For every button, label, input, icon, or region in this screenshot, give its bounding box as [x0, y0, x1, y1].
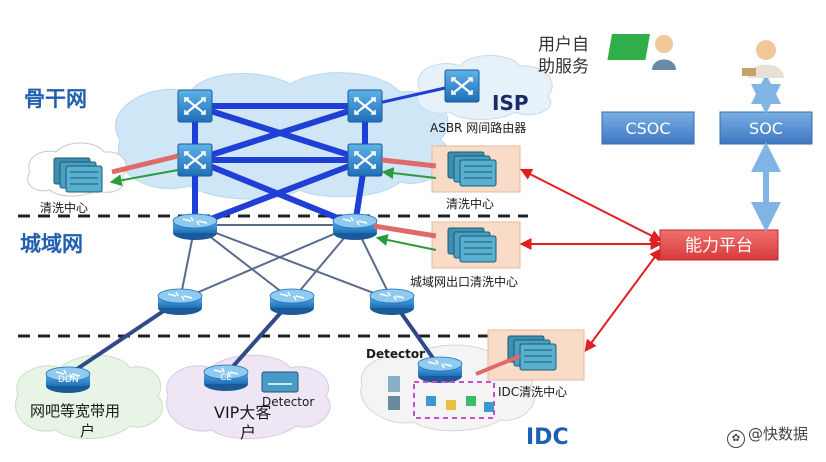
metro-diversion-arrow: [373, 223, 437, 239]
metro-router-right: [332, 213, 378, 241]
left-scrubbing-label: 清洗中心: [40, 200, 88, 215]
vip-label-line1: VIP大客: [214, 403, 271, 422]
self-service-label-line1: 用户自: [538, 35, 589, 55]
csoc-label: CSOC: [625, 119, 670, 138]
access-router-3: [369, 288, 415, 316]
backbone-return-arrow: [381, 167, 437, 180]
zone-idc-label: IDC: [526, 425, 569, 450]
vip-detector-device: [261, 371, 299, 393]
metro-exit-scrubbing-label: 城域网出口清洗中心: [410, 274, 518, 289]
watermark: ✿@快数据: [726, 423, 808, 448]
idc-diversion-arrow: [475, 354, 521, 376]
csoc-box: [601, 111, 695, 145]
backbone-scrubbing-label: 清洗中心: [446, 196, 494, 211]
ce-device-label: CE: [220, 373, 232, 383]
backbone-scrubbing-device: [447, 151, 497, 187]
zone-metro-label: 城域网: [20, 232, 83, 256]
isp-cloud: [417, 55, 553, 120]
asbr-label: ASBR 网间路由器: [430, 120, 526, 135]
capability-platform-box: [659, 229, 779, 261]
vip-detector-label: Detector: [262, 395, 314, 409]
soc-label: SOC: [749, 119, 783, 138]
self-service-user-icon: [607, 34, 676, 70]
asbr-router: [443, 68, 481, 104]
paw-icon: ✿: [726, 430, 745, 448]
self-service-label-line2: 助服务: [538, 57, 589, 77]
backbone-router-bottom-left: [176, 142, 214, 178]
soc-operator-icon: [742, 40, 784, 78]
idc-scrubbing-label: IDC清洗中心: [498, 384, 567, 399]
metro-router-left: [172, 213, 218, 241]
idc-detector-label: Detector: [366, 347, 425, 361]
left-return-arrow: [109, 169, 179, 187]
access-router-1: [157, 288, 203, 316]
isp-label: ISP: [492, 91, 529, 115]
idc-scrubbing-device: [507, 335, 557, 371]
soc-box: [719, 111, 813, 145]
netbar-label-line2: 户: [80, 422, 95, 440]
metro-scrubbing-device: [447, 227, 497, 263]
capability-platform-label: 能力平台: [685, 236, 753, 256]
idc-hosts: [388, 376, 494, 412]
metro-links: [179, 224, 393, 301]
zone-backbone-label: 骨干网: [24, 87, 87, 111]
ddn-device-label: DDN: [58, 375, 79, 385]
metro-return-arrow: [375, 234, 437, 251]
left-diversion-arrow: [111, 153, 179, 175]
backbone-router-top-left: [176, 88, 214, 124]
backbone-diversion-arrow: [381, 157, 437, 169]
platform-idc-arrow: [584, 248, 662, 352]
watermark-text: @快数据: [747, 425, 808, 443]
backbone-router-top-right: [346, 88, 384, 124]
platform-backbone-arrow: [519, 168, 663, 242]
netbar-label-line1: 网吧等宽带用: [30, 402, 120, 420]
vip-label-line2: 户: [240, 423, 256, 442]
left-scrubbing-device: [53, 157, 103, 193]
backbone-router-bottom-right: [346, 142, 384, 178]
access-router-2: [269, 288, 315, 316]
idc-server-group: [413, 381, 495, 419]
